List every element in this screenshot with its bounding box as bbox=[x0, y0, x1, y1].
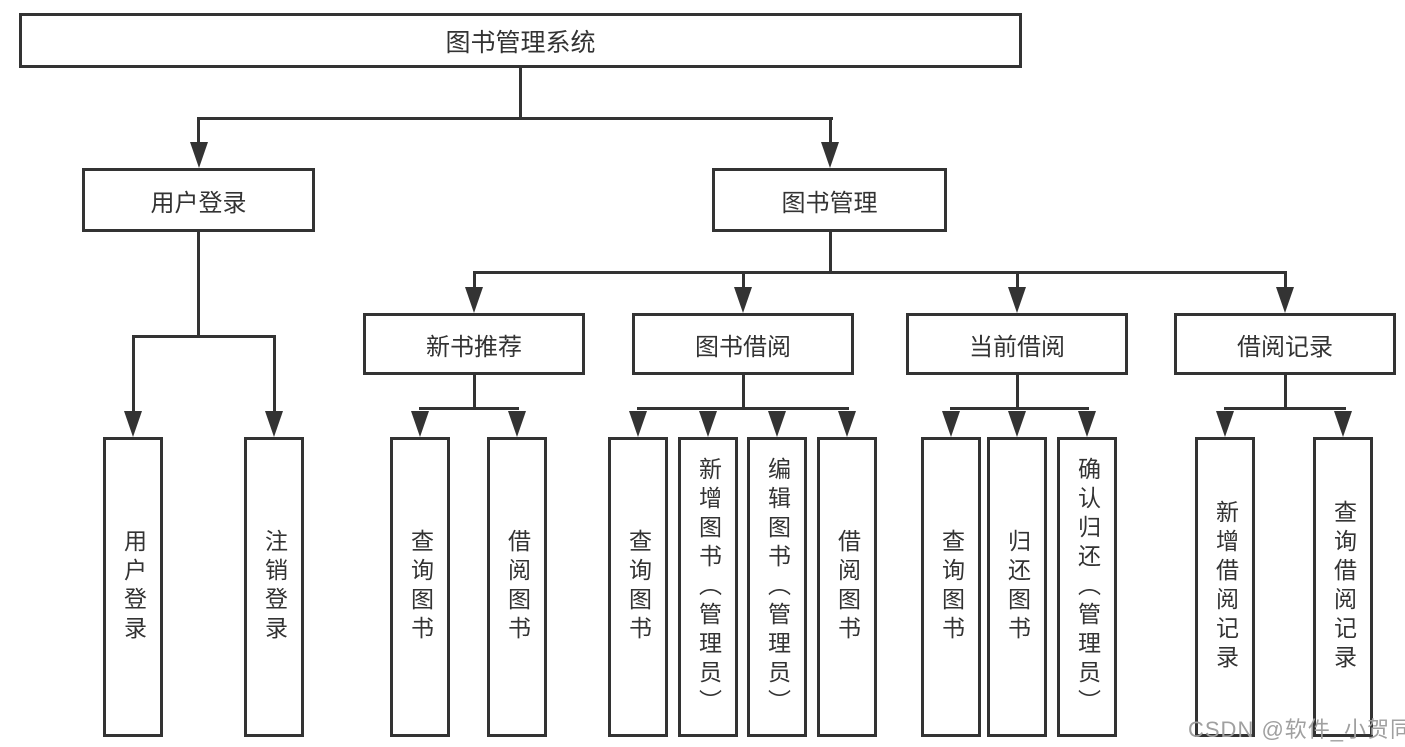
arrow-down-icon bbox=[189, 142, 208, 168]
arrow-down-icon bbox=[629, 411, 647, 437]
node-book-borrowing: 图书借阅 bbox=[632, 313, 854, 375]
arrow-down-icon bbox=[734, 287, 752, 313]
connector-borrow-records-stem bbox=[1283, 375, 1287, 410]
arrow-down-icon bbox=[1334, 411, 1352, 437]
arrow-down-icon bbox=[265, 411, 283, 437]
node-current-borrowing-label: 当前借阅 bbox=[969, 333, 1065, 361]
arrow-down-icon bbox=[411, 411, 429, 437]
arrow-down-icon bbox=[838, 411, 856, 437]
leaf-bb-add-books-admin-label: 新增图书（管理员） bbox=[695, 456, 722, 718]
connector-root-rail bbox=[197, 117, 833, 120]
connector-to-node-line bbox=[1283, 271, 1287, 291]
node-root-label: 图书管理系统 bbox=[445, 28, 596, 57]
leaf-bb-edit-books-admin: 编辑图书（管理员） bbox=[747, 437, 807, 737]
leaf-cb-return-books: 归还图书 bbox=[987, 437, 1047, 737]
connector-new-books-stem bbox=[472, 375, 476, 410]
arrow-down-icon bbox=[1216, 411, 1234, 437]
node-root-library-system: 图书管理系统 bbox=[19, 13, 1022, 68]
node-book-management-label: 图书管理 bbox=[781, 189, 878, 217]
leaf-nb-query-books-label: 查询图书 bbox=[407, 529, 434, 645]
connector-book-mgmt-stem bbox=[828, 232, 832, 274]
leaf-cb-confirm-return-admin-label: 确认归还（管理员） bbox=[1074, 456, 1101, 718]
connector-new-books-rail bbox=[418, 407, 519, 410]
arrow-down-icon bbox=[942, 411, 960, 437]
connector-borrow-records-rail bbox=[1223, 407, 1346, 410]
leaf-logout: 注销登录 bbox=[244, 437, 304, 737]
connector-book-borrowing-stem bbox=[741, 375, 745, 410]
leaf-bb-borrow-books: 借阅图书 bbox=[817, 437, 877, 737]
arrow-down-icon bbox=[508, 411, 526, 437]
leaf-bb-add-books-admin: 新增图书（管理员） bbox=[678, 437, 738, 737]
node-current-borrowing: 当前借阅 bbox=[906, 313, 1128, 375]
leaf-cb-return-books-label: 归还图书 bbox=[1004, 529, 1031, 645]
leaf-nb-query-books: 查询图书 bbox=[390, 437, 450, 737]
node-user-login-label: 用户登录 bbox=[150, 189, 247, 217]
node-new-book-recommend-label: 新书推荐 bbox=[426, 333, 522, 361]
connector-book-mgmt-rail bbox=[472, 271, 1287, 274]
arrow-down-icon bbox=[465, 287, 483, 313]
leaf-bb-borrow-books-label: 借阅图书 bbox=[834, 529, 861, 645]
leaf-cb-confirm-return-admin: 确认归还（管理员） bbox=[1057, 437, 1117, 737]
arrow-down-icon bbox=[1008, 411, 1026, 437]
csdn-watermark: CSDN @软件_小贺同学 bbox=[1188, 717, 1405, 742]
node-book-management: 图书管理 bbox=[712, 168, 947, 232]
connector-to-node-line bbox=[472, 271, 476, 291]
arrow-down-icon bbox=[821, 142, 839, 168]
node-user-login: 用户登录 bbox=[82, 168, 315, 232]
arrow-down-icon bbox=[1078, 411, 1096, 437]
connector-current-borrowing-stem bbox=[1015, 375, 1019, 410]
connector-to-leaf-line bbox=[272, 335, 276, 415]
leaf-logout-label: 注销登录 bbox=[261, 529, 288, 645]
node-book-borrowing-label: 图书借阅 bbox=[695, 333, 791, 361]
node-borrow-records-label: 借阅记录 bbox=[1237, 333, 1333, 361]
leaf-cb-query-books-label: 查询图书 bbox=[938, 529, 965, 645]
connector-root-stem bbox=[519, 68, 522, 120]
leaf-br-query-record-label: 查询借阅记录 bbox=[1330, 500, 1357, 674]
connector-book-borrowing-rail bbox=[636, 407, 849, 410]
arrow-down-icon bbox=[1276, 287, 1294, 313]
connector-current-borrowing-rail bbox=[949, 407, 1089, 410]
leaf-bb-query-books: 查询图书 bbox=[608, 437, 668, 737]
connector-user-login-rail bbox=[131, 335, 276, 338]
connector-to-node-line bbox=[741, 271, 745, 291]
leaf-bb-query-books-label: 查询图书 bbox=[625, 529, 652, 645]
leaf-user-login: 用户登录 bbox=[103, 437, 163, 737]
node-borrow-records: 借阅记录 bbox=[1174, 313, 1396, 375]
leaf-br-query-record: 查询借阅记录 bbox=[1313, 437, 1373, 737]
arrow-down-icon bbox=[1008, 287, 1026, 313]
leaf-br-add-record: 新增借阅记录 bbox=[1195, 437, 1255, 737]
leaf-cb-query-books: 查询图书 bbox=[921, 437, 981, 737]
leaf-bb-edit-books-admin-label: 编辑图书（管理员） bbox=[764, 456, 791, 718]
connector-user-login-stem bbox=[197, 232, 200, 338]
leaf-user-login-label: 用户登录 bbox=[120, 529, 147, 645]
arrow-down-icon bbox=[124, 411, 142, 437]
arrow-down-icon bbox=[699, 411, 717, 437]
leaf-nb-borrow-books: 借阅图书 bbox=[487, 437, 547, 737]
arrow-down-icon bbox=[768, 411, 786, 437]
connector-root-to-book-mgmt bbox=[828, 117, 832, 145]
connector-root-to-user-login bbox=[197, 117, 200, 145]
connector-to-leaf-line bbox=[131, 335, 135, 415]
connector-to-node-line bbox=[1015, 271, 1019, 291]
node-new-book-recommend: 新书推荐 bbox=[363, 313, 585, 375]
leaf-nb-borrow-books-label: 借阅图书 bbox=[504, 529, 531, 645]
leaf-br-add-record-label: 新增借阅记录 bbox=[1212, 500, 1239, 674]
